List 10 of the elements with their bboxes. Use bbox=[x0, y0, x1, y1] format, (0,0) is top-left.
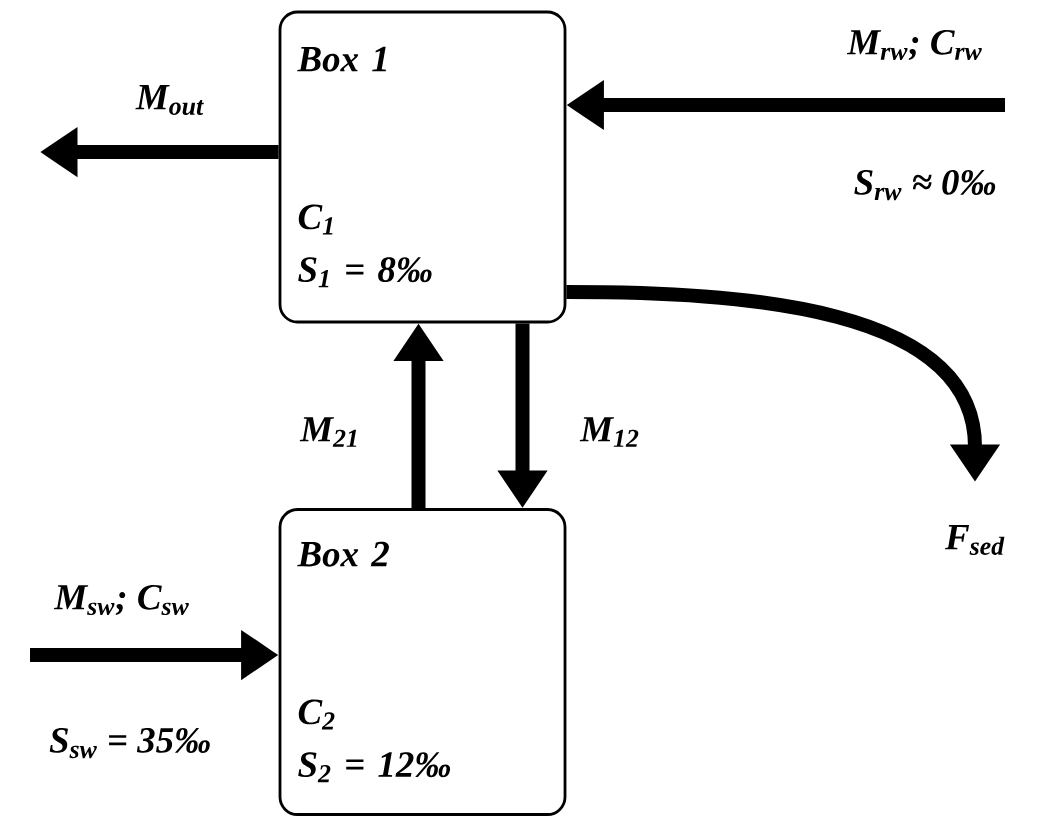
edge-label: M$_{12}$ bbox=[578, 415, 642, 449]
edge-label: M$_{sw}$; C$_{sw}$ bbox=[52, 583, 192, 617]
formula-label: S$_{rw}$ ≈ 0‰ bbox=[851, 168, 999, 202]
box: Box 2 C$_{2}$ S$_{2}$ = 12‰ bbox=[278, 508, 567, 816]
edge-label: M$_{out}$ bbox=[134, 83, 206, 117]
edge-label: M$_{21}$ bbox=[298, 415, 362, 449]
formula-label: S$_{sw}$ = 35‰ bbox=[47, 726, 213, 760]
edge-label: M$_{rw}$; C$_{rw}$ bbox=[845, 28, 985, 62]
edge-label: F$_{sed}$ bbox=[943, 523, 1007, 557]
box: Box 1 C$_{1}$ S$_{1}$ = 8‰ bbox=[278, 10, 567, 324]
